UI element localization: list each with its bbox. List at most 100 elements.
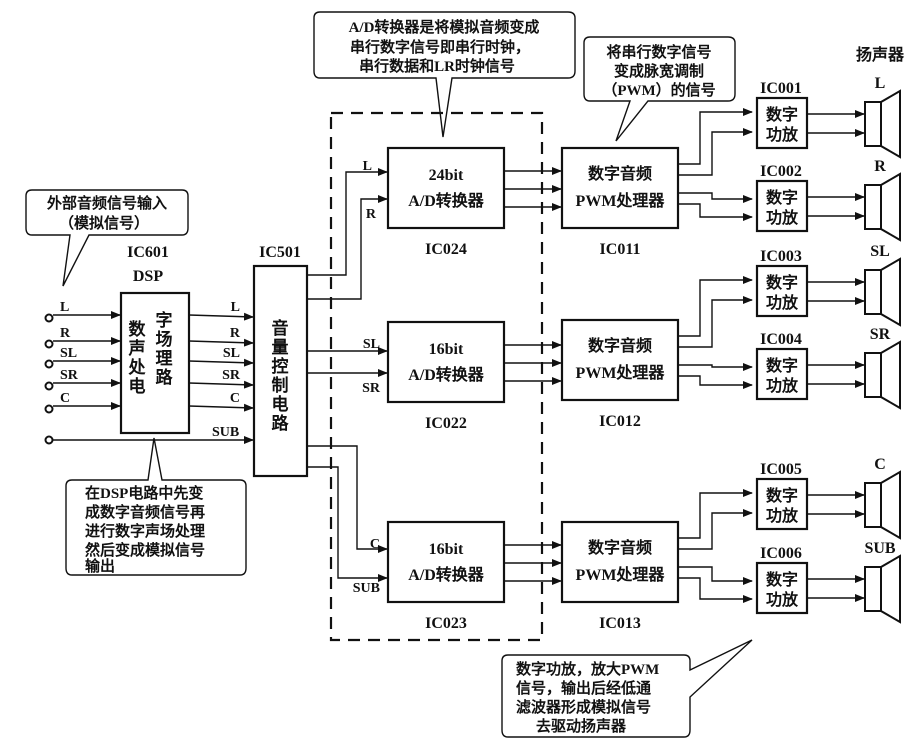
callout-pwm-line-2: 变成脉宽调制 <box>614 62 704 80</box>
amp-line-1: 数字 <box>766 486 798 505</box>
callout-amp-line-1: 数字功放，放大PWM <box>516 660 659 678</box>
dsp-output-label-sr: SR <box>222 368 241 383</box>
dsp-body-char: 数 <box>129 319 147 339</box>
amp-line-1: 数字 <box>766 105 798 124</box>
callout-adc: A/D转换器是将模拟音频变成 串行数字信号即串行时钟， 串行数据和LR时钟信号 <box>313 11 576 138</box>
dsp-body-char: 路 <box>156 367 174 387</box>
amp-box <box>755 347 809 401</box>
input-terminal-sr <box>44 381 54 391</box>
amp-blocks: IC001数字功放LIC002数字功放RIC003数字功放SLIC004数字功放… <box>755 75 901 624</box>
sub-output-label: SUB <box>212 425 239 440</box>
dsp-name-label: DSP <box>133 268 163 285</box>
dsp-output-label-sl: SL <box>223 346 240 361</box>
dsp-body-char: 理 <box>156 349 173 368</box>
volume-to-adc-wires <box>307 168 388 582</box>
pwm-box <box>560 520 680 604</box>
callout-adc-line-1: A/D转换器是将模拟音频变成 <box>349 18 540 36</box>
adc-input-label: R <box>366 207 377 222</box>
input-label-l: L <box>60 300 69 315</box>
pwm-line-2: PWM处理器 <box>576 191 666 210</box>
amp-line-1: 数字 <box>766 570 798 589</box>
dsp-body-char: 场 <box>156 330 173 349</box>
callout-dsp-line-3: 进行数字声场处理 <box>85 522 205 540</box>
adc-box <box>386 320 506 404</box>
adc-box <box>386 146 506 230</box>
volume-body-char: 电 <box>272 394 289 414</box>
callout-dsp-line-1: 在DSP电路中先变 <box>85 484 203 502</box>
sub-input-line: SUB <box>44 425 254 445</box>
dsp-body-char: 电 <box>129 376 146 396</box>
speaker-label: L <box>875 75 886 92</box>
speakers-title: 扬声器 <box>856 45 905 64</box>
adc-name: A/D转换器 <box>408 565 485 584</box>
adc-box <box>386 520 506 604</box>
amp-ic-label: IC005 <box>760 461 802 478</box>
callout-input-line-1: 外部音频信号输入 <box>46 194 167 212</box>
pwm-ic-label: IC011 <box>600 241 641 258</box>
callout-input-line-2: （模拟信号） <box>59 214 149 232</box>
adc-bits: 16bit <box>429 341 464 358</box>
amp-ic-label: IC001 <box>760 80 802 97</box>
speaker-label: R <box>874 158 886 175</box>
callout-input: 外部音频信号输入 （模拟信号） <box>25 189 189 287</box>
callout-adc-line-2: 串行数字信号即串行时钟， <box>350 38 530 56</box>
callout-dsp-line-4: 然后变成模拟信号 <box>85 541 205 559</box>
pwm-line-1: 数字音频 <box>588 164 652 183</box>
adc-bits: 16bit <box>429 541 464 558</box>
callout-dsp-line-2: 成数字音频信号再 <box>85 503 205 521</box>
callout-amp-line-2: 信号，输出后经低通 <box>516 679 651 697</box>
dsp-output-label-l: L <box>231 300 240 315</box>
speaker-icon <box>864 554 901 624</box>
adc-group-boundary <box>329 111 544 642</box>
amp-line-2: 功放 <box>766 376 799 395</box>
amp-line-1: 数字 <box>766 356 798 375</box>
adc-bits: 24bit <box>429 167 464 184</box>
pwm-blocks: 数字音频PWM处理器IC011数字音频PWM处理器IC012数字音频PWM处理器… <box>560 108 753 632</box>
input-label-r: R <box>60 326 71 341</box>
dsp-body-char: 字 <box>156 310 173 330</box>
amp-ic-label: IC002 <box>760 163 802 180</box>
pwm-line-2: PWM处理器 <box>576 565 666 584</box>
volume-ic-label: IC501 <box>259 244 301 261</box>
adc-name: A/D转换器 <box>408 365 485 384</box>
speaker-icon <box>864 172 901 242</box>
pwm-ic-label: IC012 <box>599 413 641 430</box>
amp-line-2: 功放 <box>766 590 799 609</box>
adc-input-label: C <box>370 537 380 552</box>
amp-line-1: 数字 <box>766 273 798 292</box>
input-terminal-c <box>44 404 54 414</box>
pwm-box <box>560 318 680 402</box>
callout-pwm-line-3: （PWM）的信号 <box>602 81 715 99</box>
speaker-icon <box>864 257 901 327</box>
speaker-label: SR <box>870 326 891 343</box>
speaker-icon <box>864 470 901 540</box>
volume-box <box>252 264 309 478</box>
callout-pwm: 将串行数字信号 变成脉宽调制 （PWM）的信号 <box>583 36 736 142</box>
amp-line-2: 功放 <box>766 506 799 525</box>
dsp-box <box>119 291 191 435</box>
amp-box <box>755 264 809 318</box>
pwm-ic011: 数字音频 PWM处理器 IC011 <box>560 108 753 258</box>
dsp-ic-label: IC601 <box>127 244 169 261</box>
input-label-sr: SR <box>60 368 79 383</box>
amp-box <box>755 561 809 615</box>
pwm-line-1: 数字音频 <box>588 538 652 557</box>
callout-dsp-line-5: 输出 <box>85 557 115 575</box>
volume-body-char: 音 <box>272 318 289 338</box>
speaker-icon <box>864 89 901 159</box>
input-terminal-r <box>44 339 54 349</box>
input-terminal-l <box>44 313 54 323</box>
amp-line-2: 功放 <box>766 208 799 227</box>
